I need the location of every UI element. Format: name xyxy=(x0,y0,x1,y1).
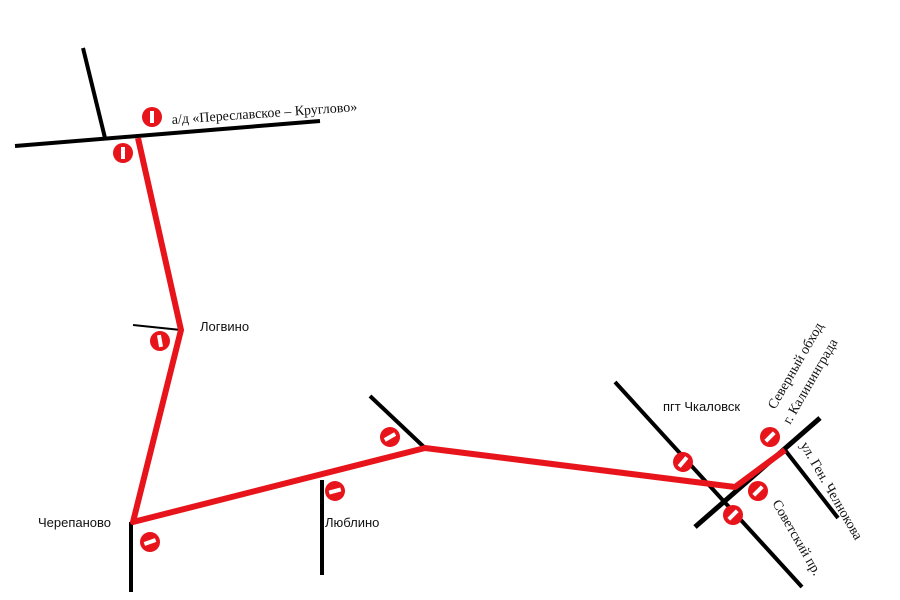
no-entry-icon xyxy=(113,143,133,163)
no-entry-icon xyxy=(723,505,743,525)
label-chkalovsk: пгт Чкаловск xyxy=(663,399,740,414)
road-logvino xyxy=(132,324,182,331)
label-logvino: Логвино xyxy=(200,319,249,334)
no-entry-icon xyxy=(140,532,160,552)
no-entry-icon xyxy=(150,331,170,351)
no-entry-markers xyxy=(113,107,780,552)
road-mid-spur xyxy=(368,394,427,450)
detour-route xyxy=(130,137,787,525)
no-entry-icon xyxy=(673,452,693,472)
no-entry-icon xyxy=(380,427,400,447)
no-entry-icon xyxy=(325,481,345,501)
label-cherepanovo: Черепаново xyxy=(38,515,111,530)
no-entry-icon xyxy=(760,427,780,447)
no-entry-icon xyxy=(748,481,768,501)
label-chelnokova: ул. Ген. Челнокова xyxy=(797,440,866,544)
road-highway xyxy=(14,119,321,148)
road-north-spur xyxy=(81,47,107,139)
label-sovetsky: Советский пр. xyxy=(769,498,824,579)
label-lyublino: Люблино xyxy=(325,515,379,530)
road-chelnokova xyxy=(783,448,840,520)
no-entry-icon xyxy=(142,107,162,127)
